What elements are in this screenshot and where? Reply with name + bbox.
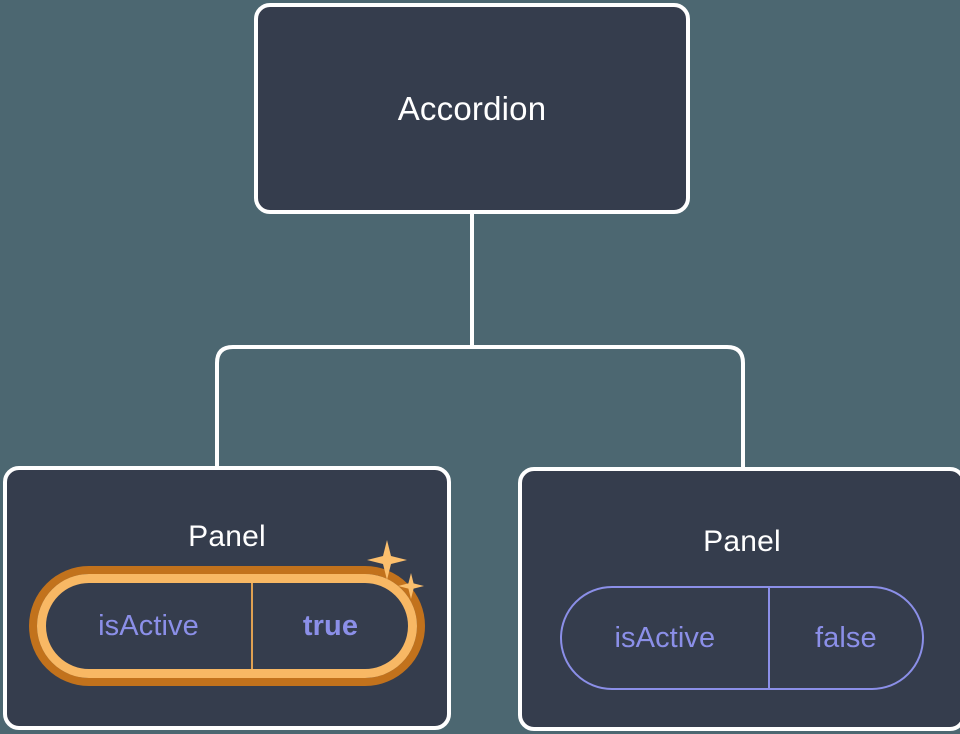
prop-pill-isactive-true[interactable]: isActive true [37, 574, 417, 678]
node-title: Panel [703, 525, 781, 558]
node-title: Accordion [397, 90, 547, 127]
connector-branch-bar [215, 345, 745, 467]
node-panel-inactive[interactable]: Panel isActive false [518, 467, 960, 731]
prop-pill-isactive-false[interactable]: isActive false [560, 586, 924, 690]
prop-key: isActive [614, 621, 716, 654]
node-panel-active[interactable]: Panel isActive true [3, 466, 451, 730]
prop-key: isActive [98, 609, 199, 642]
node-accordion[interactable]: Accordion [254, 3, 690, 214]
node-title: Panel [188, 520, 266, 553]
prop-value: false [767, 588, 922, 688]
prop-value: true [251, 583, 408, 669]
